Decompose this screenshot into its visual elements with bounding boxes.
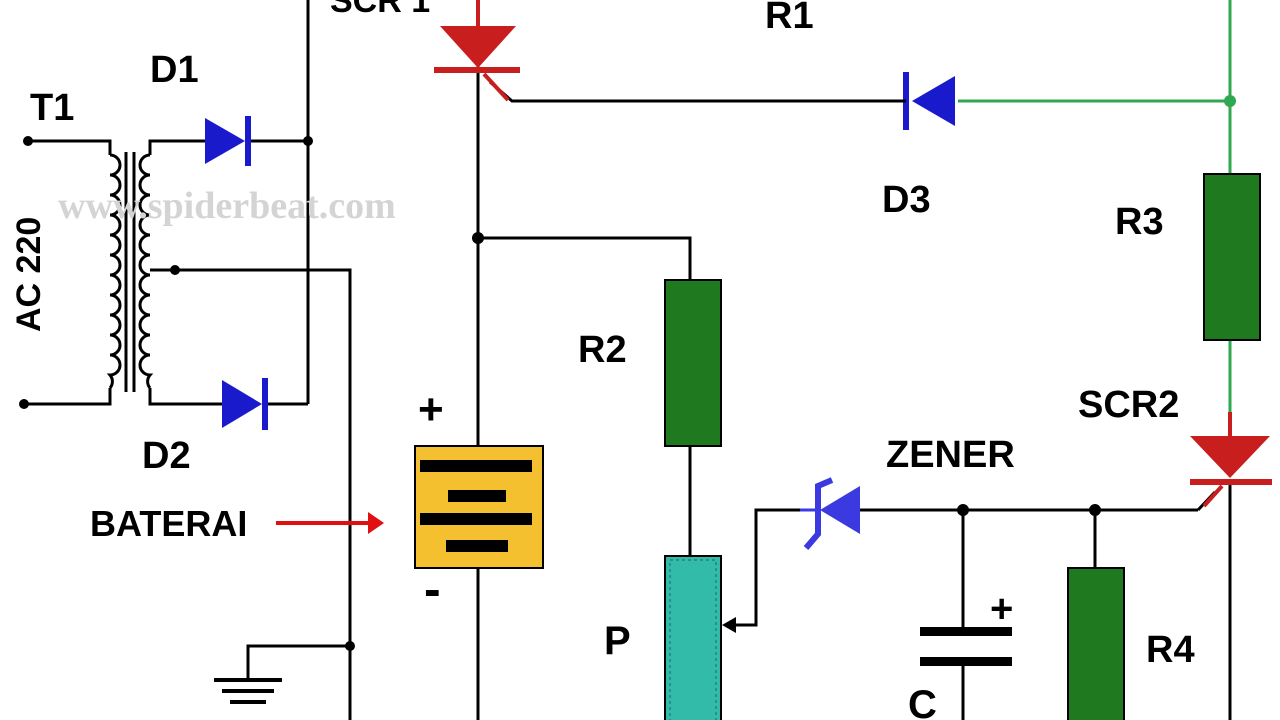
resistor-r4 <box>1067 567 1125 720</box>
label-r3: R3 <box>1115 201 1164 243</box>
junction-d1 <box>303 136 313 146</box>
scr1-thyristor <box>434 0 520 102</box>
label-t1: T1 <box>30 87 74 129</box>
baterai-arrow <box>276 512 384 534</box>
junction-r2 <box>472 232 484 244</box>
wire-ac-top <box>28 139 112 155</box>
scr2-thyristor <box>1190 412 1272 508</box>
wires <box>28 0 1232 720</box>
label-scr2: SCR2 <box>1078 384 1179 426</box>
wire-sec-bottom <box>148 388 222 406</box>
watermark: www.spiderbeat.com <box>58 185 396 227</box>
junction-center-tap <box>170 265 180 275</box>
label-d2: D2 <box>142 435 191 477</box>
label-r1: R1 <box>765 0 814 37</box>
junction-r4 <box>1089 504 1101 516</box>
potentiometer-wiper-arrow <box>722 617 736 633</box>
label-baterai: BATERAI <box>90 503 247 544</box>
terminal-ac-top <box>23 136 33 146</box>
label-r2: R2 <box>578 329 627 371</box>
transformer-secondary-coil <box>138 153 154 389</box>
diode-d3 <box>895 72 955 130</box>
label-d3: D3 <box>882 179 931 221</box>
transformer-t1 <box>106 152 154 392</box>
potentiometer-p <box>664 555 736 720</box>
label-c: C <box>908 683 937 720</box>
junction-c <box>957 504 969 516</box>
resistor-r3 <box>1203 173 1261 341</box>
label-zener: ZENER <box>886 434 1015 476</box>
zener-diode <box>800 477 860 550</box>
wire-wiper <box>730 508 800 627</box>
wire-center-tap <box>150 268 352 720</box>
battery <box>414 445 544 569</box>
resistor-r2 <box>664 279 722 447</box>
label-c-plus: + <box>990 587 1013 631</box>
label-r4: R4 <box>1146 629 1195 671</box>
wire-to-r2 <box>478 236 692 282</box>
ground-symbol <box>214 678 282 704</box>
diode-d2 <box>222 378 268 430</box>
terminal-ac-bottom <box>19 399 29 409</box>
label-p: P <box>604 619 631 663</box>
wire-ground <box>246 644 350 678</box>
wire-ac-bottom <box>28 388 112 406</box>
label-d1: D1 <box>150 49 199 91</box>
label-battery-minus: - <box>424 561 441 617</box>
diode-d1 <box>205 116 251 166</box>
label-battery-plus: + <box>418 385 444 434</box>
junction-ground <box>345 641 355 651</box>
junction-r3 <box>1224 95 1236 107</box>
label-ac: AC 220 <box>10 217 48 332</box>
wire-scr1-gate <box>489 80 895 103</box>
label-scr1: SCR 1 <box>330 0 430 20</box>
transformer-primary-coil <box>106 153 122 389</box>
wire-sec-top <box>148 139 205 155</box>
capacitor-c <box>920 627 1012 666</box>
junctions <box>19 95 1236 651</box>
